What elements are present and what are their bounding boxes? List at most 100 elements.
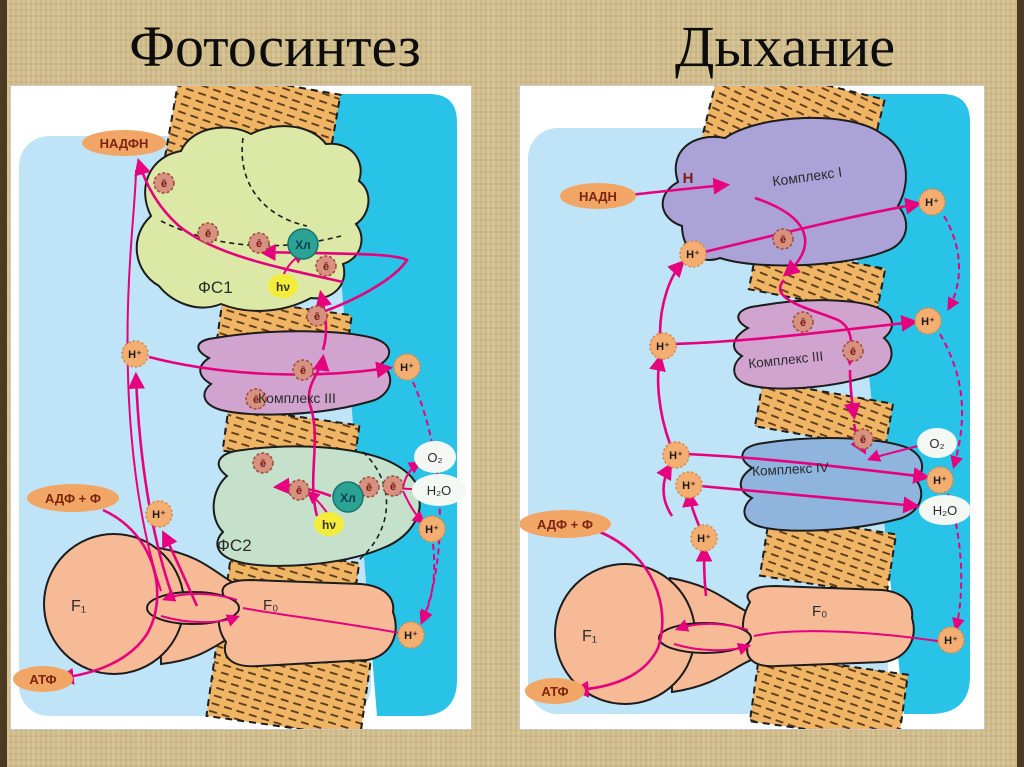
photosystem-2 bbox=[212, 445, 421, 567]
svg-text:hν: hν bbox=[322, 518, 336, 532]
svg-text:H⁺: H⁺ bbox=[425, 524, 439, 536]
svg-text:ē: ē bbox=[780, 234, 786, 246]
photon-ps2: hν bbox=[314, 512, 344, 536]
svg-text:ē: ē bbox=[390, 481, 396, 493]
h-plus-marker: H⁺ bbox=[918, 188, 946, 216]
atp-label: АТФ bbox=[525, 678, 585, 704]
svg-text:H₂O: H₂O bbox=[933, 503, 958, 518]
h-plus-marker: H⁺ bbox=[926, 466, 954, 494]
electron-marker: ē bbox=[772, 228, 794, 250]
electron-marker: ē bbox=[252, 452, 274, 474]
complex-3 bbox=[733, 299, 893, 390]
electron-marker: ē bbox=[197, 222, 219, 244]
o2-label: O₂ bbox=[917, 428, 957, 458]
h-plus-marker: H⁺ bbox=[145, 500, 173, 528]
ps1-label: ФС1 bbox=[198, 278, 233, 297]
f0-label: F₀ bbox=[812, 603, 827, 620]
svg-text:H⁺: H⁺ bbox=[682, 480, 696, 492]
photosynthesis-diagram: ē ē ē ē ē ē ē ē ē ē ē Хл hν Хл hν НАДФН … bbox=[13, 86, 466, 729]
svg-text:H⁺: H⁺ bbox=[128, 349, 142, 361]
chlorophyll-ps1: Хл bbox=[287, 228, 319, 260]
h-plus-marker: H⁺ bbox=[121, 340, 149, 368]
f0-label: F₀ bbox=[263, 597, 278, 614]
svg-text:АТФ: АТФ bbox=[541, 684, 568, 699]
slide-edge-left bbox=[0, 0, 7, 767]
electron-marker: ē bbox=[248, 232, 270, 254]
svg-text:АДФ + Ф: АДФ + Ф bbox=[537, 517, 593, 532]
svg-text:ē: ē bbox=[800, 317, 806, 329]
chlorophyll-ps2: Хл bbox=[332, 481, 364, 513]
svg-text:ē: ē bbox=[205, 228, 211, 240]
svg-text:H⁺: H⁺ bbox=[686, 249, 700, 261]
electron-marker: ē bbox=[382, 475, 404, 497]
respiration-diagram: ē ē ē ē НАДН АДФ + Ф АТФ Н H⁺ H⁺ H⁺ H⁺ H… bbox=[520, 86, 971, 729]
complex4-label: Комплекс IV bbox=[752, 460, 829, 479]
svg-text:H⁺: H⁺ bbox=[404, 630, 418, 642]
svg-text:ē: ē bbox=[256, 238, 262, 250]
h-plus-marker: H⁺ bbox=[397, 621, 425, 649]
svg-text:H⁺: H⁺ bbox=[944, 635, 958, 647]
f1-label: F₁ bbox=[71, 598, 86, 615]
electron-marker: ē bbox=[288, 479, 310, 501]
electron-markers: ē ē ē ē ē ē ē ē ē ē ē bbox=[153, 172, 404, 501]
svg-text:H⁺: H⁺ bbox=[921, 316, 935, 328]
svg-text:ē: ē bbox=[296, 485, 302, 497]
svg-text:H₂O: H₂O bbox=[427, 483, 452, 498]
svg-text:Хл: Хл bbox=[295, 238, 311, 252]
electron-marker: ē bbox=[306, 305, 328, 327]
svg-text:ē: ē bbox=[314, 311, 320, 323]
svg-text:ē: ē bbox=[161, 178, 167, 190]
ps1-inner-line bbox=[241, 137, 308, 227]
svg-text:ē: ē bbox=[850, 346, 856, 358]
photon-ps1: hν bbox=[268, 274, 298, 298]
photosynthesis-panel: ē ē ē ē ē ē ē ē ē ē ē Хл hν Хл hν НАДФН … bbox=[10, 85, 472, 730]
f0-subunit bbox=[217, 578, 397, 668]
svg-text:НАДФН: НАДФН bbox=[100, 136, 149, 151]
svg-text:ē: ē bbox=[300, 365, 306, 377]
svg-text:ē: ē bbox=[253, 394, 259, 406]
svg-text:hν: hν bbox=[276, 280, 290, 294]
adp-label: АДФ + Ф bbox=[27, 484, 119, 512]
f1-label: F₁ bbox=[582, 628, 597, 645]
h-plus-marker: H⁺ bbox=[675, 471, 703, 499]
svg-text:H⁺: H⁺ bbox=[656, 341, 670, 353]
complex-1 bbox=[661, 116, 907, 267]
electron-marker: ē bbox=[292, 359, 314, 381]
h-plus-marker: H⁺ bbox=[937, 626, 965, 654]
photosynthesis-title: Фотосинтез bbox=[129, 14, 421, 79]
svg-text:H⁺: H⁺ bbox=[400, 362, 414, 374]
h-plus-marker: H⁺ bbox=[393, 353, 421, 381]
f0-subunit bbox=[742, 584, 915, 668]
respiration-panel: ē ē ē ē НАДН АДФ + Ф АТФ Н H⁺ H⁺ H⁺ H⁺ H… bbox=[519, 85, 985, 730]
svg-text:O₂: O₂ bbox=[929, 436, 944, 451]
svg-text:O₂: O₂ bbox=[427, 450, 442, 465]
complex3-label: Комплекс III bbox=[258, 390, 336, 406]
svg-text:АДФ + Ф: АДФ + Ф bbox=[45, 491, 101, 506]
svg-text:H⁺: H⁺ bbox=[933, 475, 947, 487]
h-plus-marker: H⁺ bbox=[914, 307, 942, 335]
nadh-label: НАДН bbox=[560, 183, 636, 209]
atp-label: АТФ bbox=[13, 666, 73, 692]
svg-text:ē: ē bbox=[366, 482, 372, 494]
svg-text:H⁺: H⁺ bbox=[152, 509, 166, 521]
electron-marker: ē bbox=[245, 388, 267, 410]
h-plus-marker: H⁺ bbox=[418, 515, 446, 543]
h2o-label: H₂O bbox=[919, 495, 971, 525]
adp-label: АДФ + Ф bbox=[520, 510, 611, 538]
photosystem-1 bbox=[135, 125, 370, 312]
h-plus-marker: H⁺ bbox=[662, 441, 690, 469]
h-plus-marker: H⁺ bbox=[649, 332, 677, 360]
ps2-label: ФС2 bbox=[217, 536, 252, 555]
respiration-arrows bbox=[571, 177, 965, 698]
svg-text:НАДН: НАДН bbox=[579, 189, 617, 204]
svg-text:ē: ē bbox=[323, 261, 329, 273]
h2o-label: H₂O bbox=[412, 474, 466, 506]
svg-text:Хл: Хл bbox=[340, 491, 356, 505]
electron-marker: ē bbox=[315, 255, 337, 277]
h-plus-marker: H⁺ bbox=[679, 240, 707, 268]
ps1-inner-line bbox=[160, 220, 342, 247]
svg-text:H⁺: H⁺ bbox=[697, 533, 711, 545]
h-plus-marker: H⁺ bbox=[690, 524, 718, 552]
proton-markers: H⁺ H⁺ H⁺ H⁺ H⁺ H⁺ H⁺ H⁺ H⁺ bbox=[649, 188, 965, 654]
respiration-title: Дыхание bbox=[674, 14, 896, 79]
